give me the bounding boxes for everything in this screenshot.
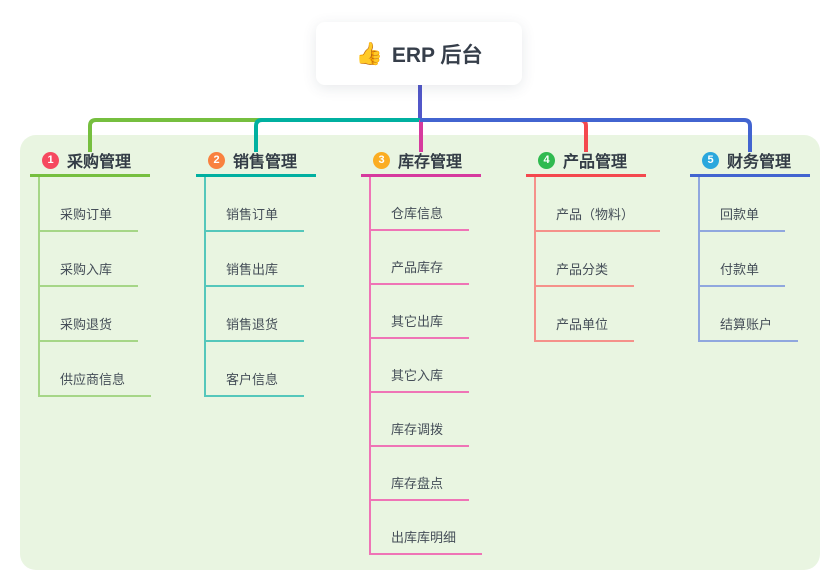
branch-number-badge: 1: [42, 151, 59, 169]
branch-column: 5 财务管理 回款单付款单结算账户: [690, 146, 810, 342]
branch-title: 财务管理: [727, 154, 792, 171]
tree-item[interactable]: 其它出库: [371, 285, 470, 339]
tree-item[interactable]: 销售退货: [206, 287, 305, 342]
tree-item[interactable]: 采购入库: [40, 232, 139, 287]
branch-items: 采购订单采购入库采购退货供应商信息: [38, 177, 152, 397]
mindmap-panel: [20, 135, 820, 570]
tree-item[interactable]: 库存盘点: [371, 447, 470, 501]
tree-item[interactable]: 采购退货: [40, 287, 139, 342]
branch-items: 仓库信息产品库存其它出库其它入库库存调拨库存盘点出库库明细: [369, 177, 483, 555]
branch-items: 产品（物料）产品分类产品单位: [534, 177, 661, 342]
tree-item[interactable]: 采购订单: [40, 177, 139, 232]
branch-title: 库存管理: [398, 154, 463, 171]
branch-title: 产品管理: [563, 154, 628, 171]
tree-item[interactable]: 结算账户: [700, 287, 799, 342]
tree-item[interactable]: 付款单: [700, 232, 786, 287]
tree-item[interactable]: 销售订单: [206, 177, 305, 232]
tree-item[interactable]: 产品（物料）: [536, 177, 661, 232]
thumbs-up-icon: 👍: [355, 40, 383, 66]
tree-item[interactable]: 产品分类: [536, 232, 635, 287]
branch-column: 4 产品管理 产品（物料）产品分类产品单位: [526, 146, 661, 342]
branch-node[interactable]: 5 财务管理: [690, 146, 810, 177]
tree-item[interactable]: 产品库存: [371, 231, 470, 285]
branch-node[interactable]: 3 库存管理: [361, 146, 481, 177]
branch-node[interactable]: 1 采购管理: [30, 146, 150, 177]
root-node[interactable]: 👍 ERP 后台: [316, 22, 522, 85]
tree-item[interactable]: 库存调拨: [371, 393, 470, 447]
branch-number-badge: 2: [208, 151, 225, 169]
root-node-label: ERP 后台: [391, 43, 483, 67]
branch-title: 销售管理: [233, 154, 298, 171]
tree-item[interactable]: 供应商信息: [40, 342, 152, 397]
branch-number-badge: 4: [538, 151, 555, 169]
tree-item[interactable]: 仓库信息: [371, 177, 470, 231]
tree-item[interactable]: 客户信息: [206, 342, 305, 397]
branch-number-badge: 5: [702, 151, 719, 169]
tree-item[interactable]: 出库库明细: [371, 501, 483, 555]
branch-column: 2 销售管理 销售订单销售出库销售退货客户信息: [196, 146, 316, 397]
branch-node[interactable]: 2 销售管理: [196, 146, 316, 177]
branch-column: 1 采购管理 采购订单采购入库采购退货供应商信息: [30, 146, 152, 397]
branch-column: 3 库存管理 仓库信息产品库存其它出库其它入库库存调拨库存盘点出库库明细: [361, 146, 483, 555]
branch-node[interactable]: 4 产品管理: [526, 146, 646, 177]
branch-items: 回款单付款单结算账户: [698, 177, 810, 342]
tree-item[interactable]: 其它入库: [371, 339, 470, 393]
branch-items: 销售订单销售出库销售退货客户信息: [204, 177, 316, 397]
branch-number-badge: 3: [373, 151, 390, 169]
branch-title: 采购管理: [67, 154, 132, 171]
tree-item[interactable]: 销售出库: [206, 232, 305, 287]
tree-item[interactable]: 产品单位: [536, 287, 635, 342]
tree-item[interactable]: 回款单: [700, 177, 786, 232]
